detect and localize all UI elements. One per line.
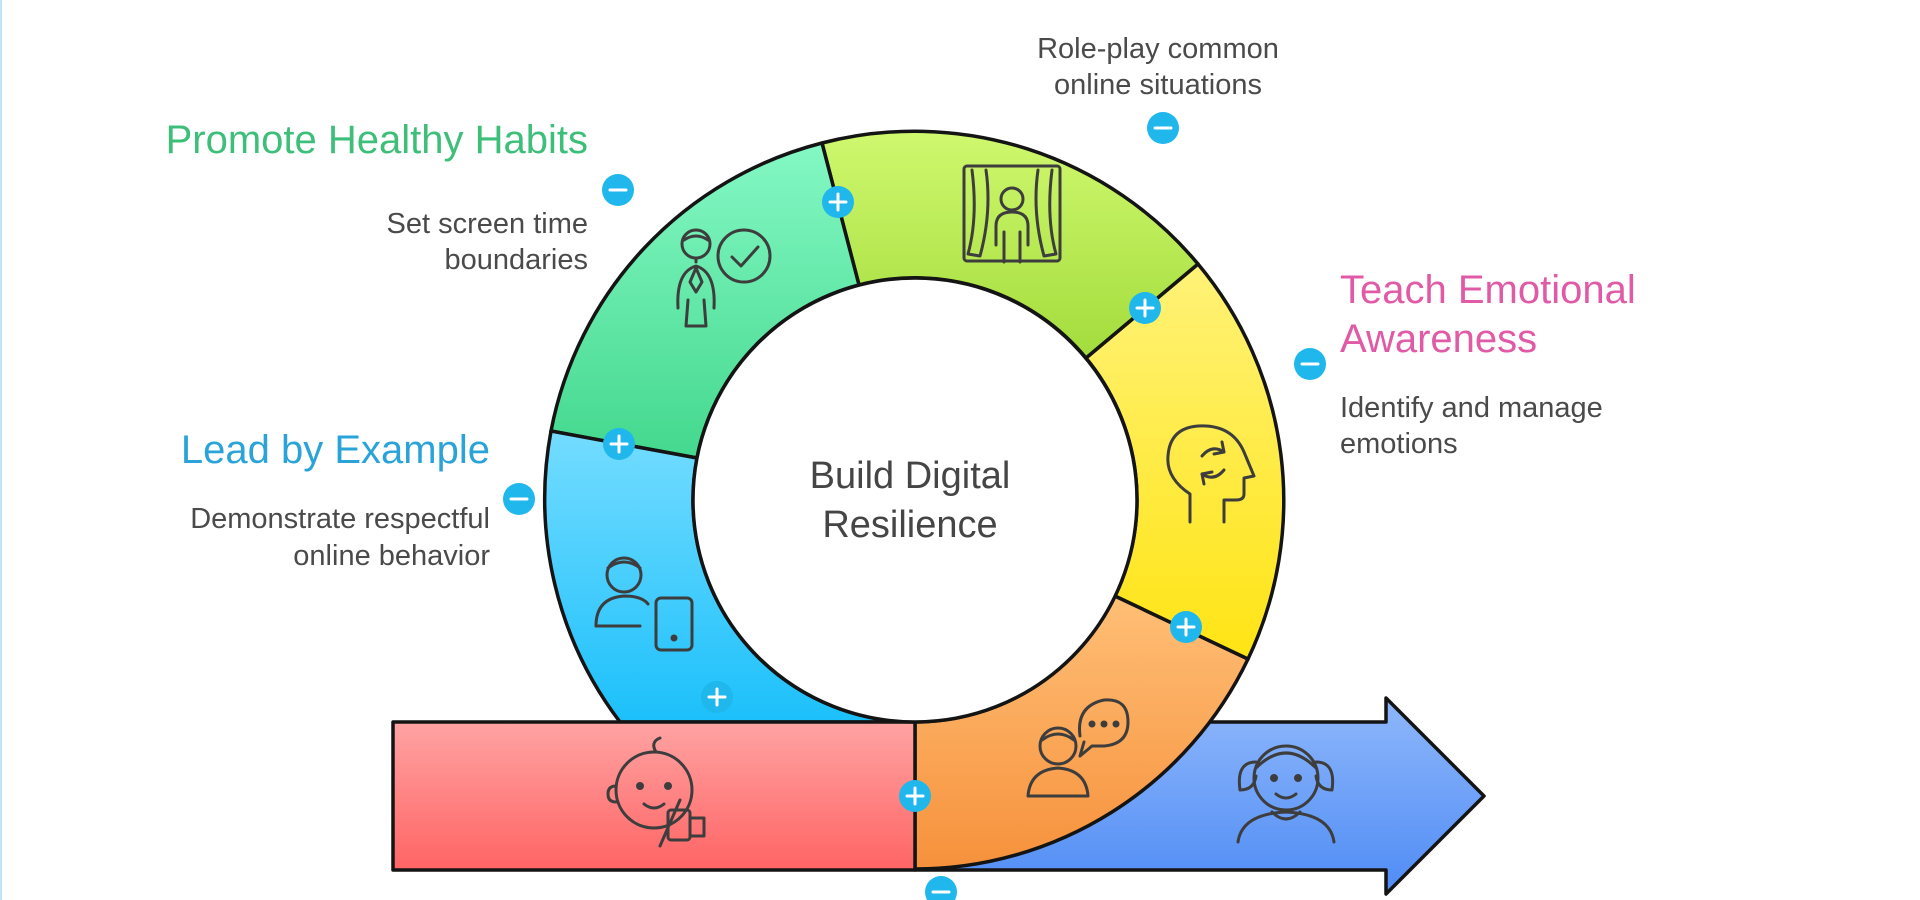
- minus-button-role-play[interactable]: [1147, 112, 1179, 144]
- theater-stage-person-icon: [962, 164, 1062, 264]
- lead-example-title: Lead by Example: [181, 428, 490, 472]
- plus-button-emotional-awareness[interactable]: [1129, 292, 1161, 324]
- plus-button-start[interactable]: [701, 681, 733, 713]
- plus-button-lead-by-example[interactable]: [603, 428, 635, 460]
- healthy-habits-text-line2: boundaries: [445, 244, 589, 276]
- child-smiling-icon: [1236, 744, 1336, 844]
- minus-button-healthy-habits[interactable]: [602, 174, 634, 206]
- person-phone-icon: [594, 556, 694, 652]
- baby-no-phone-icon: [606, 736, 706, 848]
- minus-button-lead-by-example[interactable]: [503, 483, 535, 515]
- center-title-line2: Resilience: [822, 504, 997, 546]
- minus-button-emotional-awareness[interactable]: [1294, 348, 1326, 380]
- plus-button-role-play[interactable]: [822, 186, 854, 218]
- role-play-text-line1: Role-play common: [1037, 33, 1279, 65]
- lead-example-text-line2: online behavior: [293, 540, 490, 572]
- emotional-title-line2: Awareness: [1340, 317, 1537, 361]
- emotional-title-line1: Teach Emotional: [1340, 268, 1636, 312]
- plus-button-center-junction[interactable]: [899, 780, 931, 812]
- minus-button-bottom[interactable]: [925, 876, 957, 900]
- start-bar: [391, 720, 917, 872]
- center-title-line1: Build Digital: [810, 455, 1011, 497]
- healthy-habits-text-line1: Set screen time: [387, 208, 588, 240]
- lead-example-text-line1: Demonstrate respectful: [190, 503, 490, 535]
- left-edge-rule: [0, 0, 2, 900]
- person-checkmark-icon: [676, 228, 772, 328]
- role-play-text-line2: online situations: [1054, 69, 1262, 101]
- emotional-text-line1: Identify and manage: [1340, 392, 1603, 424]
- healthy-habits-title: Promote Healthy Habits: [166, 118, 588, 162]
- head-refresh-icon: [1166, 424, 1256, 524]
- person-speech-bubble-icon: [1026, 698, 1130, 798]
- plus-button-communication[interactable]: [1170, 611, 1202, 643]
- emotional-text-line2: emotions: [1340, 428, 1458, 460]
- center-circle: [691, 276, 1139, 724]
